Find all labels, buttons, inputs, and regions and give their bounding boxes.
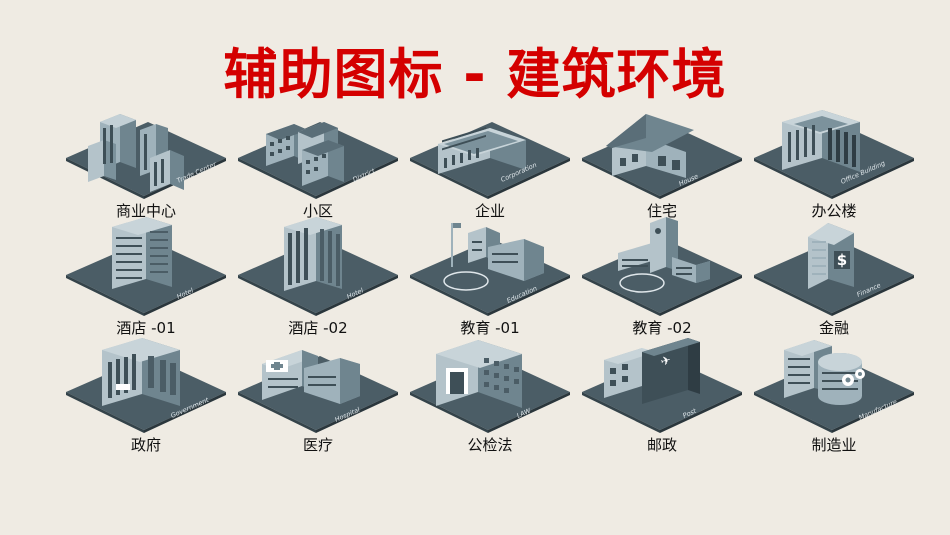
government-icon: Government	[66, 338, 226, 433]
corporation-icon: Corporation	[410, 122, 570, 199]
svg-text:$: $	[837, 251, 847, 269]
label-finance: 金融	[818, 319, 849, 337]
icon-card-finance: $ Finance 金融	[748, 217, 920, 337]
label-education-01: 教育 -01	[460, 319, 520, 337]
office-building-icon: Office Building	[754, 110, 914, 199]
icon-grid: Trade Center 商业中心 District 小区	[60, 100, 920, 454]
label-post: 邮政	[646, 436, 677, 454]
label-manufacture: 制造业	[811, 436, 857, 454]
icon-card-manufacture: Manufacture 制造业	[748, 334, 920, 454]
icon-card-district: District 小区	[232, 100, 404, 220]
post-icon: ✈ Post	[582, 338, 742, 433]
icon-card-post: ✈ Post 邮政	[576, 334, 748, 454]
svg-text:✈: ✈	[659, 353, 673, 369]
label-office-building: 办公楼	[811, 202, 857, 220]
label-hospital: 医疗	[302, 436, 333, 454]
education-01-icon: Education	[410, 223, 570, 316]
icon-card-government: Government 政府	[60, 334, 232, 454]
icon-card-trade-center: Trade Center 商业中心	[60, 100, 232, 220]
label-district: 小区	[302, 202, 333, 220]
icon-card-law: LAW 公检法	[404, 334, 576, 454]
icon-card-education-02: 教育 -02	[576, 217, 748, 337]
icon-card-corporation: Corporation 企业	[404, 100, 576, 220]
house-icon: House	[582, 114, 742, 199]
hotel-02-icon: Hotel	[238, 217, 398, 316]
icon-card-hotel-02: Hotel 酒店 -02	[232, 217, 404, 337]
label-trade-center: 商业中心	[115, 202, 176, 220]
hospital-icon: Hospital	[238, 350, 398, 433]
icon-card-house: House 住宅	[576, 100, 748, 220]
finance-icon: $ Finance	[754, 223, 914, 316]
label-corporation: 企业	[474, 202, 505, 220]
page-title: 辅助图标 - 建筑环境	[223, 43, 727, 106]
manufacture-icon: Manufacture	[754, 340, 914, 433]
label-education-02: 教育 -02	[632, 319, 692, 337]
education-02-icon	[582, 217, 742, 316]
label-government: 政府	[130, 436, 161, 454]
icon-card-education-01: Education 教育 -01	[404, 217, 576, 337]
hotel-01-icon: Hotel	[66, 217, 226, 316]
label-house: 住宅	[646, 202, 677, 220]
label-law: 公检法	[467, 436, 513, 454]
law-icon: LAW	[410, 340, 570, 433]
icon-card-hotel-01: Hotel 酒店 -01	[60, 217, 232, 337]
label-hotel-02: 酒店 -02	[288, 319, 348, 337]
icon-card-hospital: Hospital 医疗	[232, 334, 404, 454]
label-hotel-01: 酒店 -01	[116, 319, 176, 337]
icon-card-office-building: Office Building 办公楼	[748, 100, 920, 220]
trade-center-icon: Trade Center	[66, 114, 226, 199]
district-icon: District	[238, 122, 398, 199]
